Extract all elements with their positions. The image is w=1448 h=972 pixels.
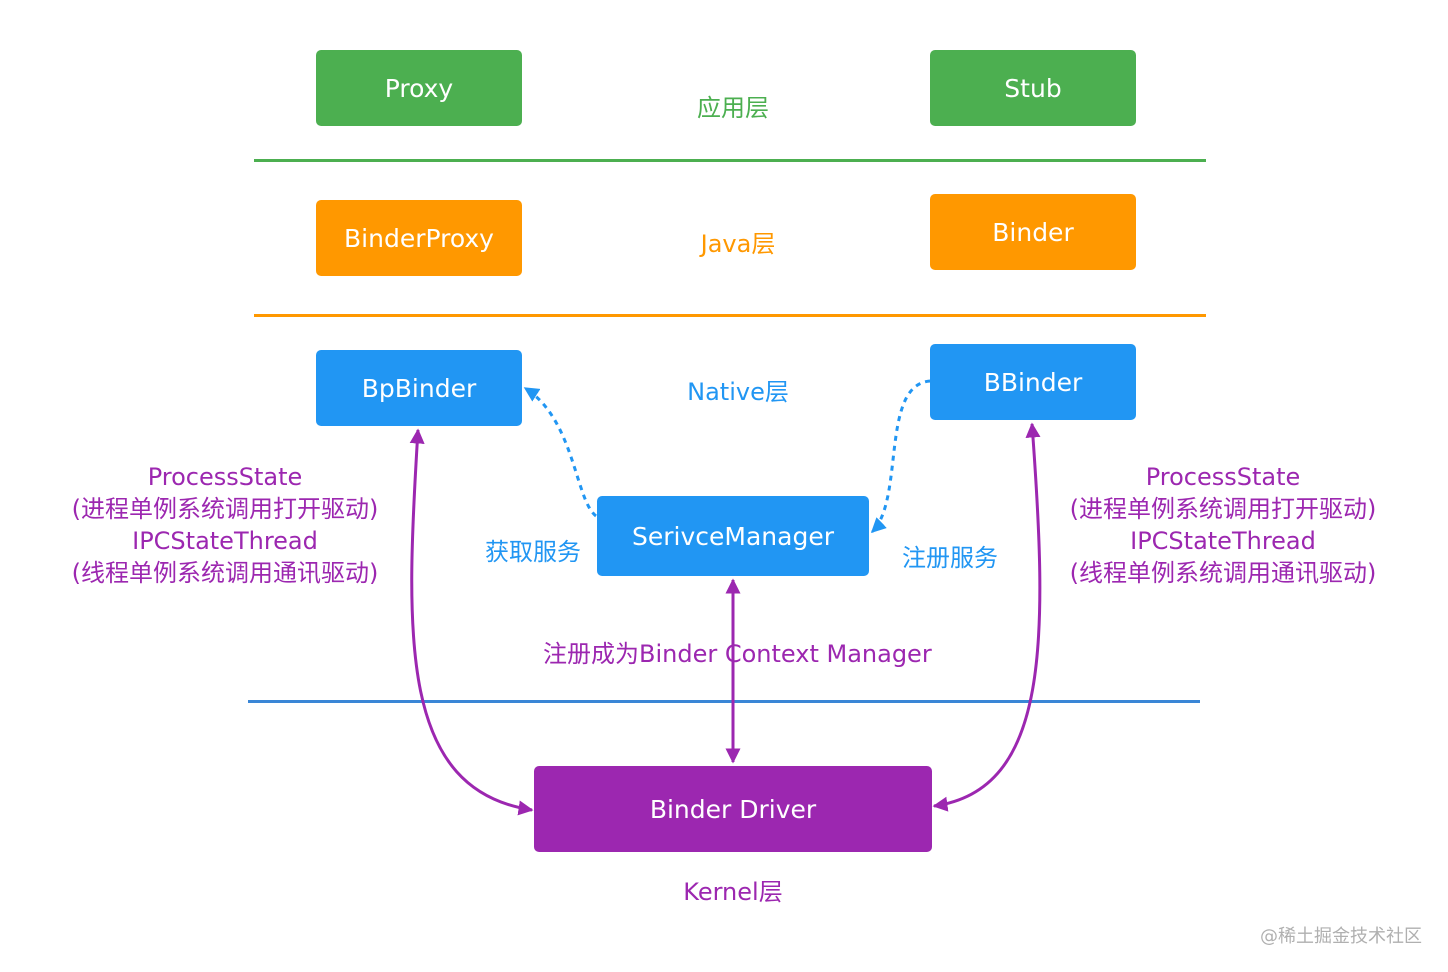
get-service-label: 获取服务 [485,538,581,566]
bbinder-driver-arrow [932,422,1042,812]
java-layer-label: Java层 [700,230,776,258]
bpbinder-box: BpBinder [316,350,522,426]
right-note-line: ProcessState [1145,463,1301,491]
native-layer-label: Native层 [687,378,789,406]
binder-driver-label: Binder Driver [649,794,817,824]
stub-label: Stub [1004,73,1062,103]
right-note-line: IPCStateThread [1130,527,1316,555]
right-note-line: (线程单例系统调用通讯驱动) [1069,559,1377,587]
binder-driver-box: Binder Driver [534,766,932,852]
get-service-arrow [523,386,598,518]
java-native-divider [254,314,1206,317]
proxy-box: Proxy [316,50,522,126]
kernel-layer-label: Kernel层 [683,878,783,906]
bbinder-box: BBinder [930,344,1136,420]
app-layer-label: 应用层 [697,94,769,122]
watermark: @稀土掘金技术社区 [1260,926,1422,947]
binder-proxy-label: BinderProxy [344,223,494,253]
left-note-line: (进程单例系统调用打开驱动) [71,495,379,523]
bpbinder-driver-arrow [409,428,534,816]
right-notes: ProcessState (进程单例系统调用打开驱动) IPCStateThre… [1043,461,1403,589]
right-note-line: (进程单例系统调用打开驱动) [1069,495,1377,523]
left-note-line: IPCStateThread [132,527,318,555]
bpbinder-label: BpBinder [361,373,477,403]
app-java-divider [254,159,1206,162]
service-manager-label: SerivceManager [632,521,834,551]
left-notes: ProcessState (进程单例系统调用打开驱动) IPCStateThre… [45,461,405,589]
register-context-manager-label: 注册成为Binder Context Manager [543,640,932,668]
binder-label: Binder [992,217,1074,247]
left-note-line: (线程单例系统调用通讯驱动) [71,559,379,587]
binder-proxy-box: BinderProxy [316,200,522,276]
service-manager-box: SerivceManager [597,496,869,576]
register-service-arrow [870,379,931,534]
left-note-line: ProcessState [147,463,303,491]
native-kernel-divider [248,700,1200,703]
binder-box: Binder [930,194,1136,270]
stub-box: Stub [930,50,1136,126]
proxy-label: Proxy [384,73,454,103]
bbinder-label: BBinder [983,367,1083,397]
register-service-label: 注册服务 [902,544,998,572]
